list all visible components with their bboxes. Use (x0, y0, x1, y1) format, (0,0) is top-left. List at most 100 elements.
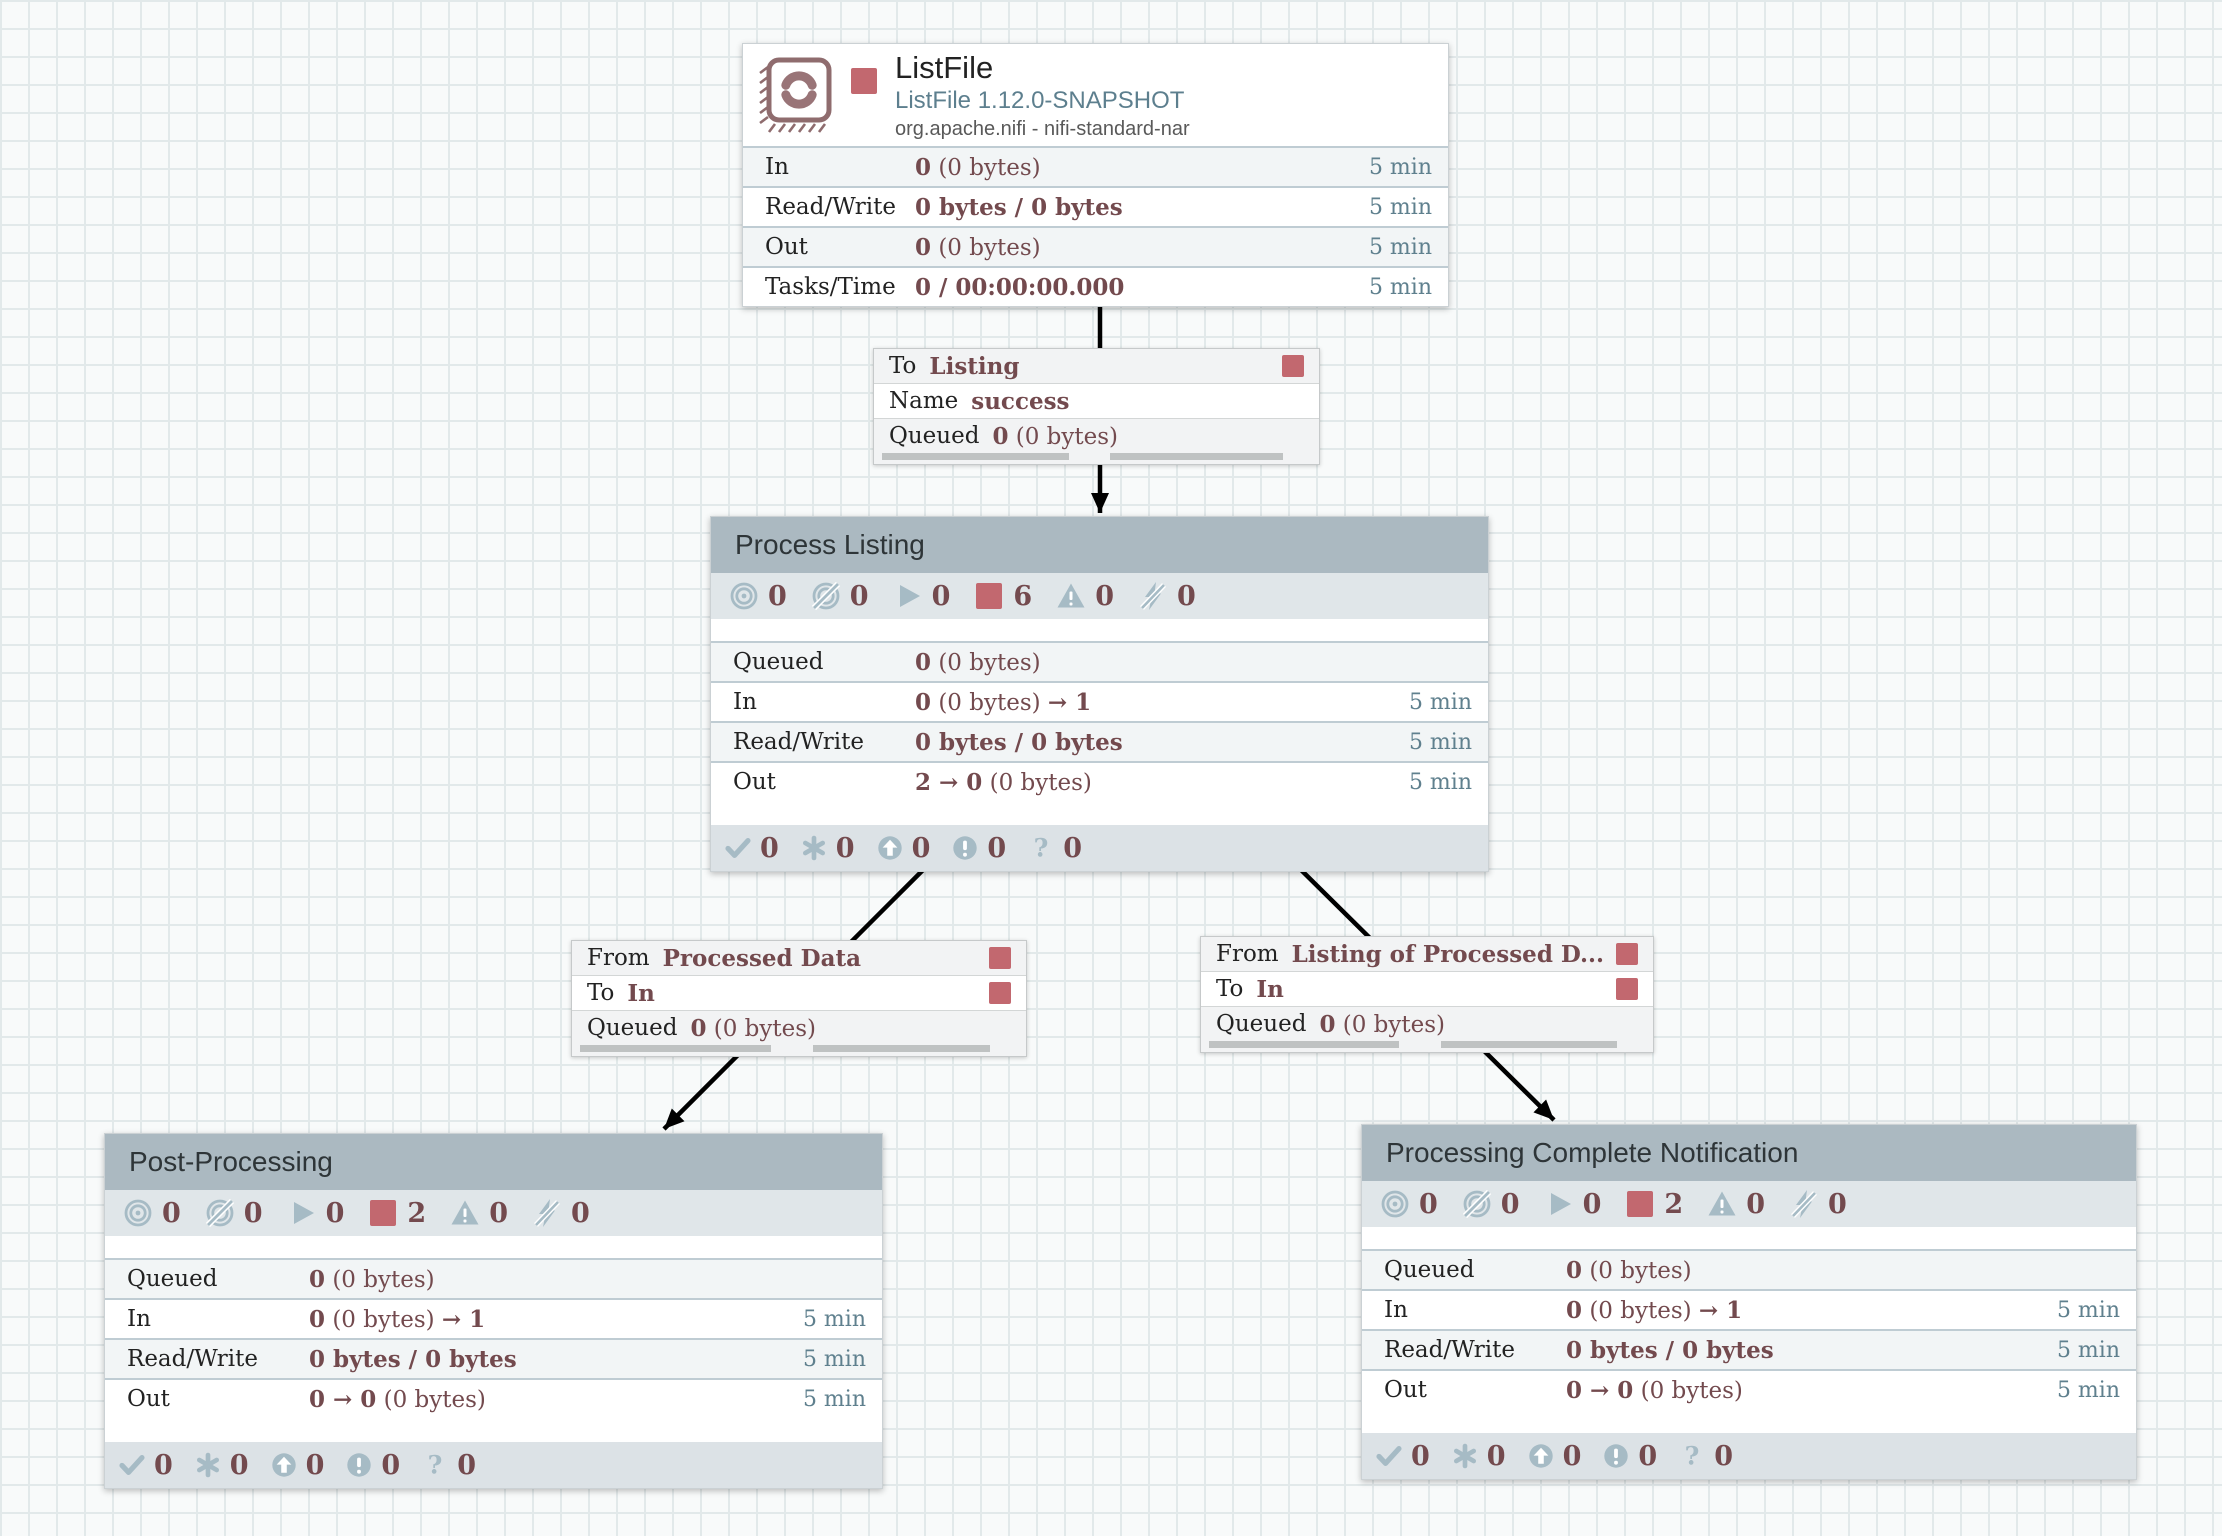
queue-size-bar (1109, 453, 1284, 460)
running-count: 0 (1544, 1188, 1602, 1220)
stale-icon (877, 835, 903, 861)
stat-value-segment: 0 (1566, 1256, 1583, 1284)
stat-value-segment: (0 bytes) (1008, 423, 1119, 450)
stat-timeframe: 5 min (1408, 689, 1472, 715)
queue-usage-bars (1201, 1041, 1653, 1052)
processor-listfile[interactable]: ListFile ListFile 1.12.0-SNAPSHOT org.ap… (742, 43, 1449, 307)
process-group-version-row: 0 0 0 0?0 (105, 1442, 882, 1488)
stat-value: 0 bytes / 0 bytes (915, 194, 1123, 221)
stat-value-segment: Processed Data (662, 944, 862, 972)
connection-row-label: Queued (1216, 1011, 1307, 1037)
locally-modified-icon (195, 1452, 221, 1478)
queue-usage-bars (874, 453, 1319, 464)
process-group-header[interactable]: Post-Processing (105, 1134, 882, 1190)
count-value: 0 (835, 832, 855, 864)
stopped-icon (851, 68, 877, 94)
stat-value-segment: 0 / 00:00:00.000 (915, 273, 1125, 301)
stat-timeframe: 5 min (1368, 274, 1432, 300)
connection-row-label: To (587, 980, 615, 1006)
count-value: 0 (1746, 1188, 1765, 1220)
connection-row-value: 0 (0 bytes) (1319, 1011, 1445, 1038)
count-value: 0 (1486, 1440, 1506, 1472)
running-icon (287, 1198, 317, 1228)
count-value: 0 (768, 580, 787, 612)
connection-row-label: From (1216, 941, 1279, 967)
stopped-icon (1616, 978, 1638, 1000)
count-value: 0 (1582, 1188, 1602, 1220)
stat-value-segment: 0 (309, 1305, 326, 1333)
stopped-icon (974, 581, 1004, 611)
connection-row-value: In (627, 980, 654, 1007)
stopped-icon (1282, 355, 1304, 377)
stat-value-segment: 0 (309, 1265, 326, 1293)
stat-label: In (127, 1306, 151, 1332)
stat-timeframe: 5 min (802, 1306, 866, 1332)
stat-value: 0 bytes / 0 bytes (1566, 1337, 1774, 1364)
count-value: 0 (1419, 1188, 1438, 1220)
stat-value-segment: → 1 (1047, 688, 1092, 716)
stat-value-segment: 0 (690, 1014, 707, 1042)
locally-modified-stale-icon (952, 835, 978, 861)
queue-count-bar (1209, 1041, 1399, 1048)
count-value: 0 (1500, 1188, 1520, 1220)
transmitting-count: 0 (1380, 1189, 1438, 1220)
stopped-count: 6 (974, 581, 1032, 612)
process-group-header[interactable]: Process Listing (711, 517, 1488, 573)
processor-name: ListFile (895, 50, 994, 85)
stat-value-segment: success (971, 387, 1070, 415)
stat-value-segment: (0 bytes) (931, 689, 1048, 716)
locally-modified-stale-count: 0 (952, 833, 1006, 864)
stat-value-segment: 0 (1566, 1296, 1583, 1324)
count-value: 0 (1176, 580, 1196, 612)
connection-row-label: Name (889, 388, 959, 414)
stat-value: 0 → 0 (0 bytes) (309, 1386, 486, 1413)
count-value: 0 (381, 1449, 401, 1481)
locally-modified-icon (1452, 1443, 1478, 1469)
spacer (711, 801, 1488, 825)
stopped-icon (368, 1198, 398, 1228)
queue-usage-bars (572, 1045, 1026, 1056)
connection-row-value: Listing (929, 353, 1019, 380)
spacer (711, 619, 1488, 641)
stat-value-segment: (0 bytes) (982, 769, 1092, 796)
connection-row-label: Queued (587, 1015, 678, 1041)
invalid-count: 0 (1056, 581, 1114, 612)
stat-value: 0 (0 bytes) → 1 (915, 689, 1091, 716)
not-transmitting-count: 0 (811, 581, 869, 612)
connection-row-label: Queued (889, 423, 980, 449)
up-to-date-count: 0 (1376, 1441, 1430, 1472)
count-value: 0 (457, 1449, 476, 1481)
stat-label: Out (765, 234, 808, 260)
stat-value: 0 (0 bytes) → 1 (309, 1306, 485, 1333)
running-icon (1544, 1189, 1574, 1219)
process-group-header[interactable]: Processing Complete Notification (1362, 1125, 2136, 1181)
stat-label: Read/Write (765, 194, 896, 220)
stat-value-segment: (0 bytes) (376, 1386, 486, 1413)
stopped-icon (1625, 1189, 1655, 1219)
queue-size-bar (812, 1045, 990, 1052)
stopped-count: 2 (1625, 1189, 1683, 1220)
connection-row-label: To (1216, 976, 1244, 1002)
up-to-date-icon (1376, 1443, 1402, 1469)
count-value: 0 (325, 1197, 345, 1229)
count-value: 0 (760, 832, 779, 864)
stat-label: Read/Write (733, 729, 864, 755)
stat-value-segment: (0 bytes) (931, 234, 1041, 261)
running-icon (893, 581, 923, 611)
stopped-count: 2 (368, 1198, 426, 1229)
invalid-icon (1707, 1189, 1737, 1219)
